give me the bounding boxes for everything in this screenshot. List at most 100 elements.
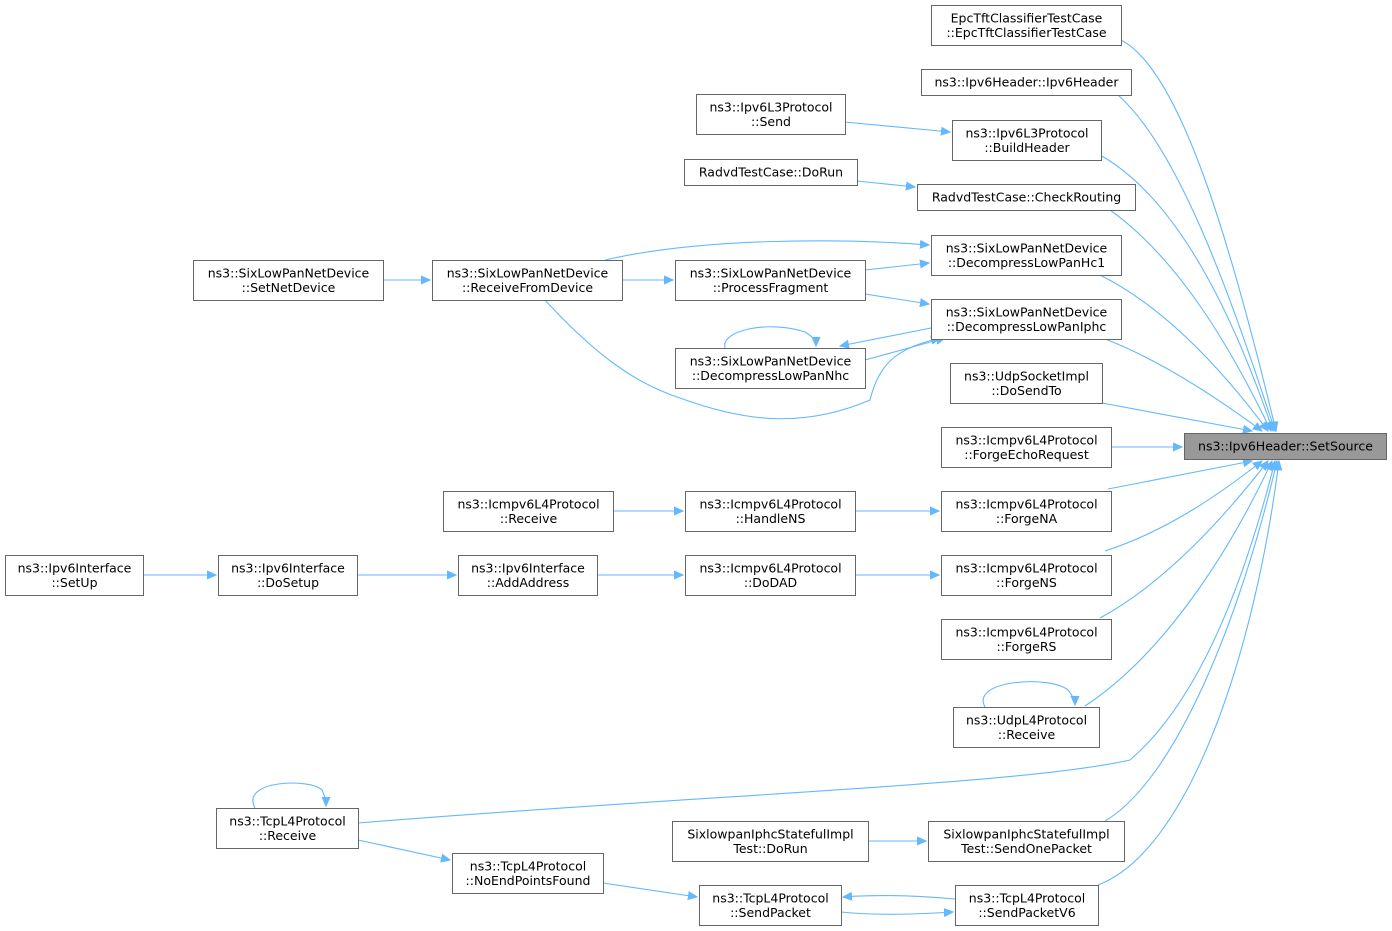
- node-label: ::ForgeNA: [996, 511, 1058, 526]
- node-tcp_sendv6[interactable]: ns3::TcpL4Protocol::SendPacketV6: [955, 885, 1099, 926]
- edge-buildheader-to-target: [1099, 154, 1273, 431]
- edge-tcp_recv-to-tcp_recv: [252, 782, 326, 809]
- node-epc[interactable]: EpcTftClassifierTestCase::EpcTftClassifi…: [931, 5, 1122, 46]
- edge-tcp_recv-to-tcp_noend: [357, 839, 450, 860]
- edge-tcp_sendv6-to-tcp_sendpkt: [843, 896, 956, 899]
- node-ipv6hdr[interactable]: ns3::Ipv6Header::Ipv6Header: [921, 69, 1132, 96]
- node-box: [452, 853, 604, 894]
- node-label: ::SetUp: [51, 575, 97, 590]
- node-box: [931, 5, 1122, 46]
- edge-forgena-to-target: [1107, 461, 1252, 490]
- node-box: [216, 808, 359, 849]
- node-box: [931, 235, 1122, 276]
- node-label: ::DecompressLowPanIphc: [947, 319, 1107, 334]
- edges: [143, 39, 1279, 914]
- node-sixlp_nhc[interactable]: ns3::SixLowPanNetDevice::DecompressLowPa…: [675, 348, 866, 389]
- node-box: [941, 619, 1112, 660]
- edge-sixlp_recv-to-sixlp_hc1: [604, 241, 929, 261]
- node-box: [941, 555, 1112, 596]
- node-box: [931, 299, 1122, 340]
- node-udpsock[interactable]: ns3::UdpSocketImpl::DoSendTo: [950, 363, 1103, 404]
- node-box: [921, 69, 1132, 96]
- edge-tcp_recv-to-target: [357, 461, 1275, 824]
- node-box: [699, 885, 842, 926]
- node-forgena[interactable]: ns3::Icmpv6L4Protocol::ForgeNA: [941, 491, 1112, 532]
- node-handlens[interactable]: ns3::Icmpv6L4Protocol::HandleNS: [685, 491, 856, 532]
- node-label: ::DoSendTo: [991, 383, 1061, 398]
- node-label: ::SetNetDevice: [242, 280, 336, 295]
- node-forgens[interactable]: ns3::Icmpv6L4Protocol::ForgeNS: [941, 555, 1112, 596]
- node-label: ::NoEndPointsFound: [466, 873, 591, 888]
- node-label: ::ForgeRS: [997, 639, 1057, 654]
- node-box: [941, 427, 1112, 468]
- node-box: [696, 94, 846, 135]
- edge-udp_recv-to-target: [1084, 461, 1272, 707]
- node-box: [953, 707, 1100, 748]
- node-label: ns3::Ipv6Header::SetSource: [1198, 439, 1373, 454]
- node-forgeecho[interactable]: ns3::Icmpv6L4Protocol::ForgeEchoRequest: [941, 427, 1112, 468]
- node-if_dosetup[interactable]: ns3::Ipv6Interface::DoSetup: [218, 555, 358, 596]
- node-sixlp_procfrag[interactable]: ns3::SixLowPanNetDevice::ProcessFragment: [675, 260, 866, 301]
- node-label: SixlowpanIphcStatefulImpl: [687, 826, 853, 841]
- node-label: ns3::SixLowPanNetDevice: [946, 240, 1108, 255]
- node-label: ::DecompressLowPanNhc: [692, 368, 849, 383]
- node-buildheader[interactable]: ns3::Ipv6L3Protocol::BuildHeader: [952, 120, 1102, 161]
- node-l3send[interactable]: ns3::Ipv6L3Protocol::Send: [696, 94, 846, 135]
- node-label: ns3::Ipv6L3Protocol: [965, 125, 1088, 140]
- node-dodad[interactable]: ns3::Icmpv6L4Protocol::DoDAD: [685, 555, 856, 596]
- node-radvd_dorun[interactable]: RadvdTestCase::DoRun: [684, 159, 858, 186]
- node-label: ::DoSetup: [257, 575, 319, 590]
- node-tcp_sendpkt[interactable]: ns3::TcpL4Protocol::SendPacket: [699, 885, 842, 926]
- node-box: [685, 491, 856, 532]
- node-tcp_recv[interactable]: ns3::TcpL4Protocol::Receive: [216, 808, 359, 849]
- node-sixlp_iphc[interactable]: ns3::SixLowPanNetDevice::DecompressLowPa…: [931, 299, 1122, 340]
- node-label: ns3::Icmpv6L4Protocol: [699, 560, 841, 575]
- node-label: ns3::TcpL4Protocol: [969, 890, 1085, 905]
- node-label: ::ProcessFragment: [713, 280, 829, 295]
- node-radvd_check[interactable]: RadvdTestCase::CheckRouting: [917, 184, 1136, 211]
- edge-sixiphc_send-to-target: [1104, 461, 1277, 822]
- node-label: ns3::Ipv6Header::Ipv6Header: [935, 75, 1120, 90]
- edge-l3send-to-buildheader: [844, 121, 950, 132]
- node-label: RadvdTestCase::CheckRouting: [932, 190, 1121, 205]
- node-box: [955, 885, 1099, 926]
- node-label: ns3::Icmpv6L4Protocol: [955, 624, 1097, 639]
- node-target[interactable]: ns3::Ipv6Header::SetSource: [1184, 433, 1387, 460]
- node-label: ns3::SixLowPanNetDevice: [690, 353, 852, 368]
- node-if_addaddr[interactable]: ns3::Ipv6Interface::AddAddress: [458, 555, 598, 596]
- node-sixlp_recv[interactable]: ns3::SixLowPanNetDevice::ReceiveFromDevi…: [432, 260, 623, 301]
- node-box: [458, 555, 598, 596]
- node-label: EpcTftClassifierTestCase: [951, 10, 1103, 25]
- node-label: ns3::Ipv6Interface: [231, 560, 345, 575]
- node-sixlp_setnet[interactable]: ns3::SixLowPanNetDevice::SetNetDevice: [193, 260, 384, 301]
- node-label: ns3::SixLowPanNetDevice: [946, 304, 1108, 319]
- node-sixlp_hc1[interactable]: ns3::SixLowPanNetDevice::DecompressLowPa…: [931, 235, 1122, 276]
- node-forgers[interactable]: ns3::Icmpv6L4Protocol::ForgeRS: [941, 619, 1112, 660]
- node-sixiphc_send[interactable]: SixlowpanIphcStatefulImplTest::SendOnePa…: [928, 821, 1125, 862]
- node-box: [432, 260, 623, 301]
- edge-sixlp_procfrag-to-sixlp_hc1: [864, 263, 929, 271]
- node-label: ::Receive: [259, 828, 317, 843]
- node-label: RadvdTestCase::DoRun: [699, 165, 843, 180]
- edge-tcp_sendv6-to-target: [1097, 461, 1279, 886]
- node-box: [941, 491, 1112, 532]
- node-label: ::EpcTftClassifierTestCase: [946, 25, 1106, 40]
- node-label: ::ForgeEchoRequest: [964, 447, 1089, 462]
- node-label: ::DoDAD: [744, 575, 797, 590]
- node-udp_recv[interactable]: ns3::UdpL4Protocol::Receive: [953, 707, 1100, 748]
- node-box: [5, 555, 144, 596]
- node-icmp_recv[interactable]: ns3::Icmpv6L4Protocol::Receive: [443, 491, 614, 532]
- edge-forgens-to-target: [1104, 461, 1262, 552]
- edge-ipv6hdr-to-target: [1117, 94, 1275, 431]
- node-box: [928, 821, 1125, 862]
- node-if_setup[interactable]: ns3::Ipv6Interface::SetUp: [5, 555, 144, 596]
- node-tcp_noend[interactable]: ns3::TcpL4Protocol::NoEndPointsFound: [452, 853, 604, 894]
- node-label: ::ForgeNS: [996, 575, 1057, 590]
- edge-sixlp_iphc-to-target: [1104, 338, 1262, 431]
- node-label: ::Send: [751, 114, 791, 129]
- node-label: ::AddAddress: [487, 575, 569, 590]
- node-box: [218, 555, 358, 596]
- node-label: ns3::Ipv6L3Protocol: [709, 99, 832, 114]
- node-label: ns3::Icmpv6L4Protocol: [955, 432, 1097, 447]
